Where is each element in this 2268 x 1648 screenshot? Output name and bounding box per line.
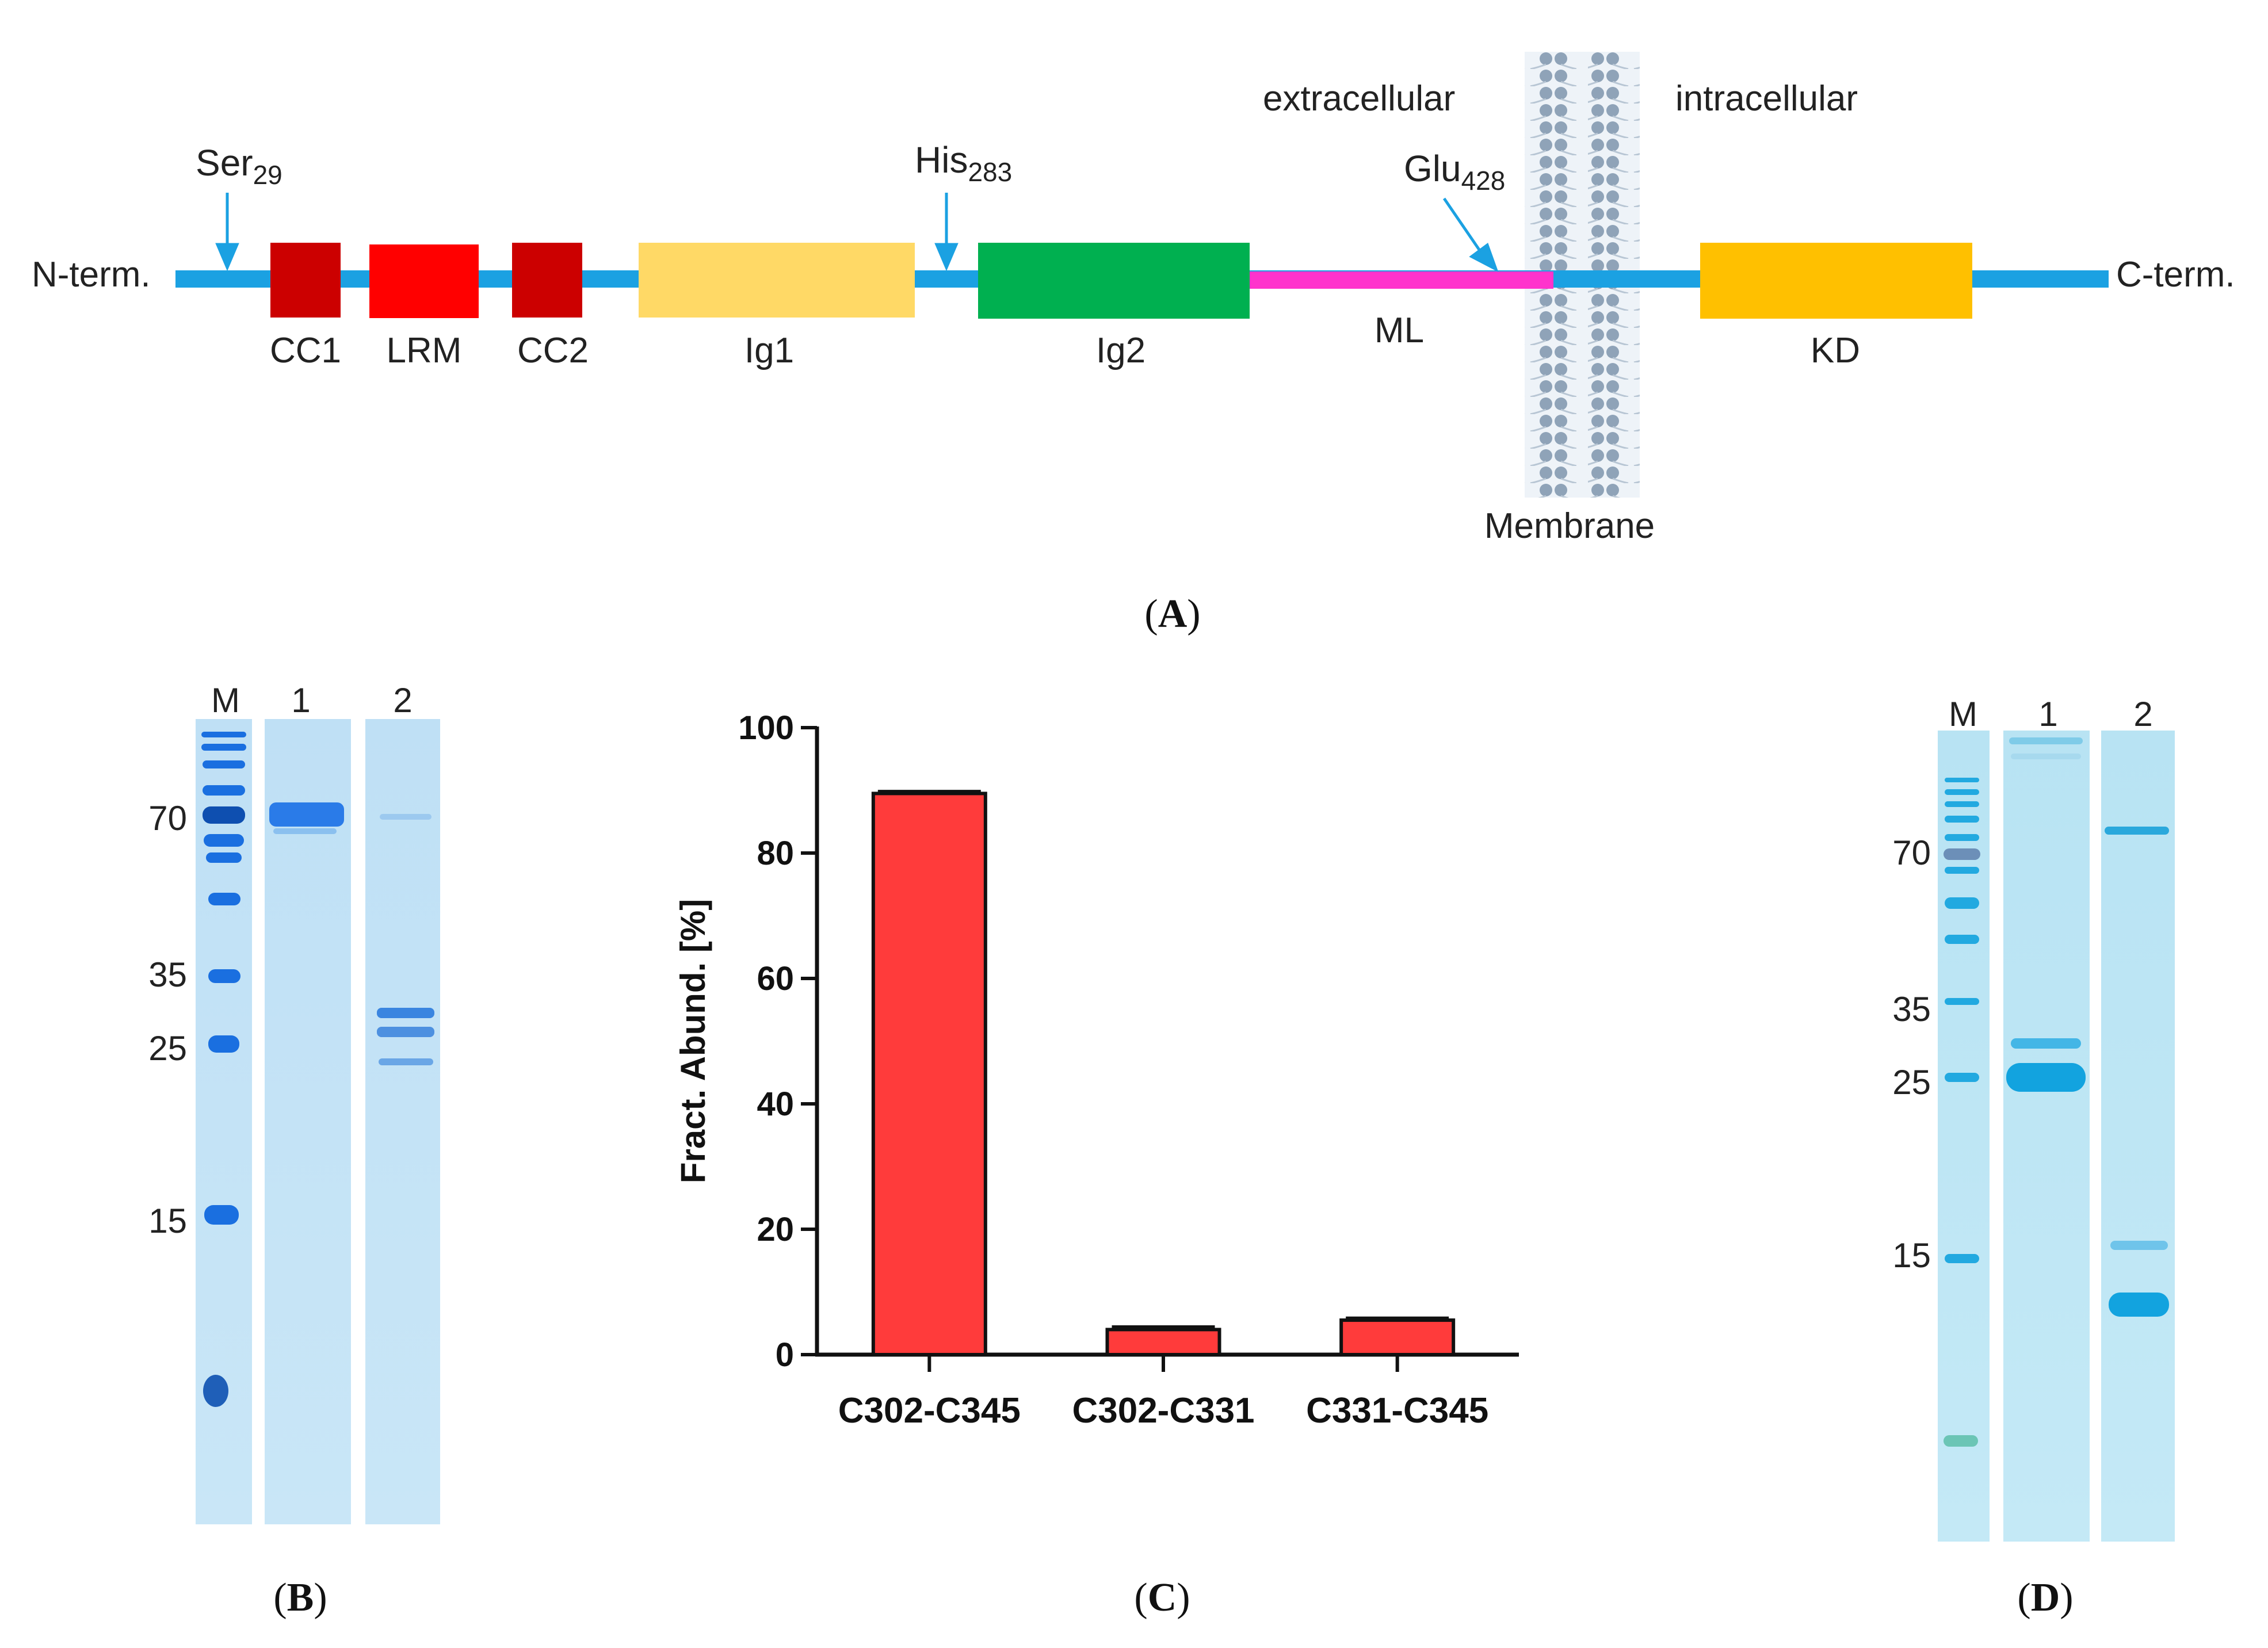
x-tick-label: C331-C345 (1306, 1391, 1488, 1431)
extracellular-label: extracellular (1263, 79, 1455, 118)
bar (871, 792, 987, 1356)
y-tick-label: 100 (738, 709, 794, 747)
c-terminus-label: C-term. (2116, 255, 2235, 295)
domain-kd (1700, 243, 1972, 319)
bar (1105, 1328, 1221, 1356)
domain-cc1 (270, 243, 341, 318)
gel-band (2105, 827, 2169, 835)
mw-marker-label: 35 (1892, 990, 1931, 1028)
intracellular-label: intracellular (1675, 79, 1858, 118)
gel-band (379, 1058, 433, 1065)
gel-band (269, 802, 344, 827)
mw-marker-label: 35 (148, 955, 187, 994)
n-terminus-label: N-term. (32, 255, 151, 295)
gel-lane-1 (2003, 731, 2090, 1542)
domain-label: Ig1 (744, 331, 794, 370)
gel-band (2011, 754, 2081, 759)
mw-marker-label: 15 (148, 1202, 187, 1240)
gel-band (2110, 1241, 2168, 1250)
domain-label: LRM (387, 331, 462, 370)
lane-label: 1 (291, 681, 310, 720)
gel-band (273, 828, 337, 834)
domain-label: KD (1811, 331, 1860, 370)
gel-band (2009, 737, 2083, 744)
x-tick-label: C302-C345 (838, 1391, 1021, 1431)
marker-bands (201, 732, 246, 1407)
domain-cc2 (512, 243, 582, 318)
panel-caption-d: (D) (2017, 1576, 2073, 1620)
arrow-icon (215, 193, 239, 272)
x-tick-label: C302-C331 (1072, 1391, 1254, 1431)
y-tick-label: 60 (757, 960, 794, 997)
mw-marker-label: 25 (1892, 1063, 1931, 1102)
domain-lrm (369, 244, 479, 318)
site-label-ser: Ser29 (196, 142, 282, 190)
domain-ig1 (639, 243, 915, 318)
gel-lane-2 (365, 719, 440, 1524)
gel-band (2109, 1293, 2169, 1317)
domain-label: CC1 (270, 331, 341, 370)
y-tick-label: 40 (757, 1085, 794, 1123)
domain-label: ML (1374, 311, 1424, 350)
gel-lane-1 (265, 719, 351, 1524)
arrow-icon (1442, 197, 1499, 273)
y-tick-label: 80 (757, 835, 794, 872)
site-label-his: His283 (915, 139, 1012, 187)
lane-label: 1 (2038, 695, 2057, 733)
marker-bands (1944, 778, 1980, 1447)
panel-caption-c: (C) (1134, 1576, 1190, 1620)
gel-band (380, 814, 432, 820)
lane-label: 2 (2133, 695, 2152, 733)
mw-marker-label: 25 (148, 1029, 187, 1068)
domain-label: Ig2 (1096, 331, 1146, 370)
panel-caption-a: (A) (1144, 592, 1200, 636)
gel-band (2011, 1038, 2081, 1049)
domain-label: CC2 (517, 331, 589, 370)
mw-marker-label: 15 (1892, 1236, 1931, 1275)
panel-caption-b: (B) (273, 1576, 327, 1620)
gel-lane-2 (2101, 731, 2175, 1542)
gel-band (377, 1027, 434, 1037)
site-label-glu: Glu428 (1404, 148, 1505, 196)
lane-label: 2 (393, 681, 412, 720)
panel-d-gel: M 1 2 70 35 25 (1892, 695, 2175, 1620)
gel-lane-marker (1938, 731, 1990, 1542)
panel-a: Ser29 His283 Glu428 N-term. C-term. extr… (32, 52, 2235, 636)
mw-marker-label: 70 (148, 799, 187, 838)
lane-label: M (1949, 695, 1977, 733)
gel-band (2006, 1063, 2086, 1092)
y-tick-label: 0 (776, 1336, 794, 1374)
y-axis-label: Fract. Abund. [%] (674, 899, 712, 1183)
mw-marker-label: 70 (1892, 833, 1931, 872)
bar (1339, 1318, 1456, 1357)
panel-b-gel: M 1 2 70 35 25 15 (148, 681, 440, 1620)
arrow-icon (934, 193, 959, 272)
membrane-label: Membrane (1484, 506, 1655, 546)
domain-ig2 (978, 243, 1250, 319)
y-tick-label: 20 (757, 1211, 794, 1248)
gel-band (377, 1008, 434, 1018)
lane-label: M (211, 681, 240, 720)
